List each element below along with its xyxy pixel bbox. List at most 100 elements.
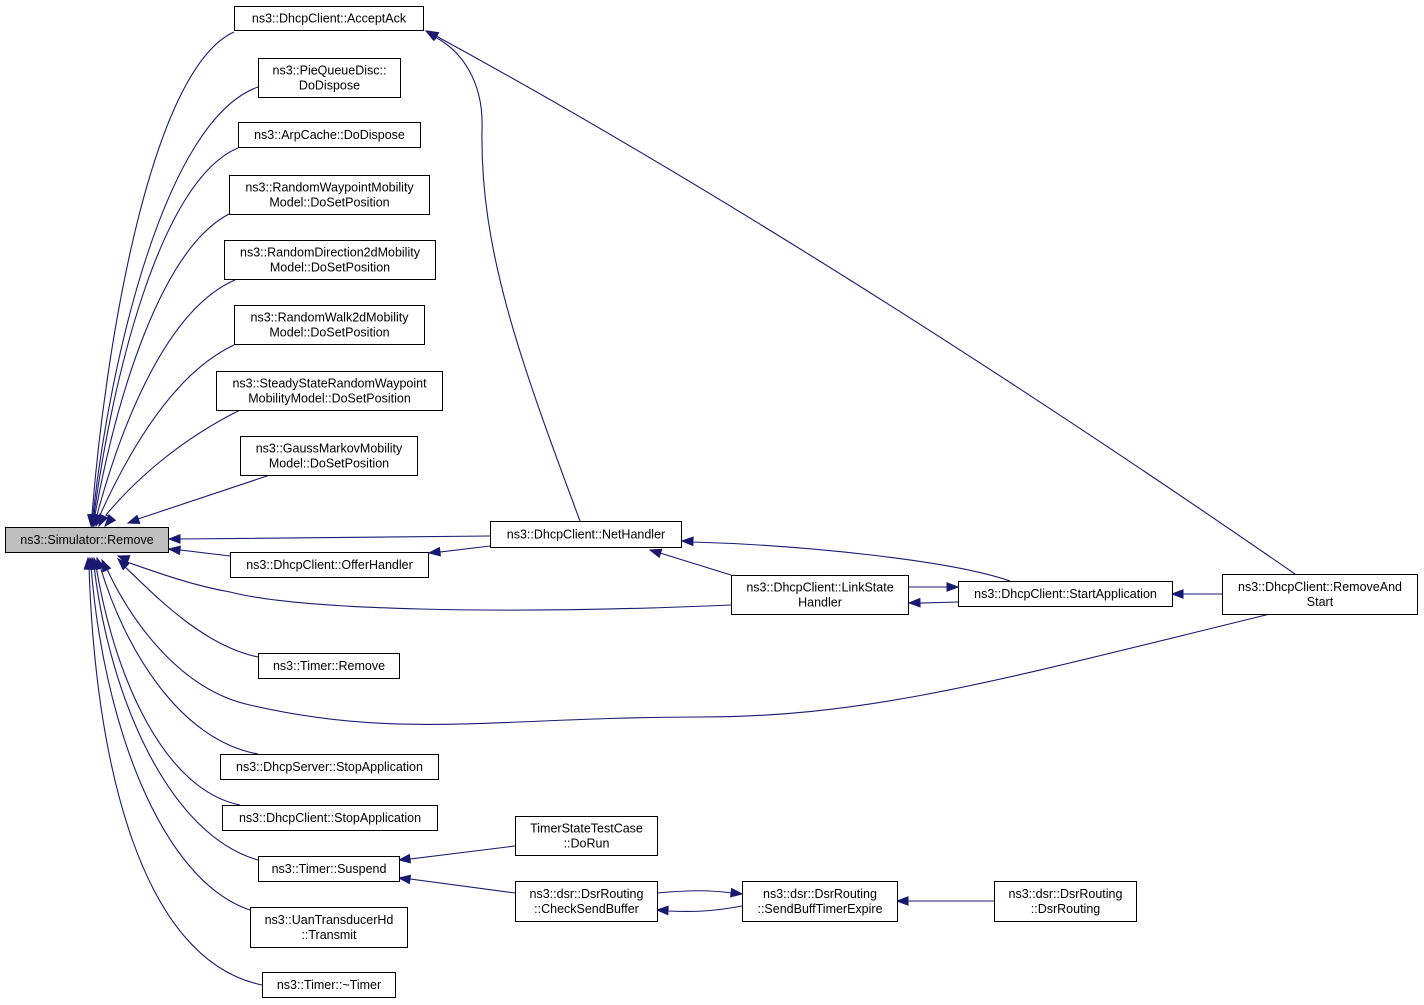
edge-uan_transmit-to-root <box>90 565 251 911</box>
edge-timer_suspend-to-root <box>92 565 259 861</box>
node-box <box>958 581 1173 607</box>
node-label: ns3::RandomWaypointMobility <box>245 181 414 195</box>
node-label: ns3::PieQueueDisc:: <box>273 64 387 78</box>
node-box <box>490 521 682 548</box>
node-label: ns3::DhcpClient::StopApplication <box>239 811 421 825</box>
node-label: ::DsrRouting <box>1031 902 1101 916</box>
node-box <box>229 175 430 215</box>
node-box <box>258 58 401 98</box>
node-label: ::Transmit <box>301 928 357 942</box>
node-box <box>731 575 909 615</box>
node-label: ns3::RandomWalk2dMobility <box>251 311 410 325</box>
node-timer-remove[interactable]: ns3::Timer::Remove <box>258 653 400 679</box>
node-server-stop[interactable]: ns3::DhcpServer::StopApplication <box>220 754 439 780</box>
node-box <box>222 805 438 831</box>
node-box <box>262 972 396 998</box>
arrowhead-start_app-to-link_state <box>907 597 921 608</box>
node-check-send[interactable]: ns3::dsr::DsrRouting::CheckSendBuffer <box>515 881 658 922</box>
arrowhead-net_handler-to-offer_handler <box>427 546 442 557</box>
edge-rd2d_setpos-to-root <box>96 279 236 516</box>
edge-link_state-to-net_handler <box>659 552 732 576</box>
edge-ssrwp_setpos-to-root <box>105 409 241 519</box>
nodes-layer: ns3::Simulator::Remove ns3::DhcpClient::A… <box>5 6 1418 998</box>
arrowhead-timer_test-to-timer_suspend <box>397 853 412 864</box>
node-arp-dispose[interactable]: ns3::ArpCache::DoDispose <box>238 122 421 148</box>
node-box <box>220 754 439 780</box>
node-accept-ack[interactable]: ns3::DhcpClient::AcceptAck <box>234 6 424 31</box>
node-ssrwp-setpos[interactable]: ns3::SteadyStateRandomWaypointMobilityMo… <box>216 371 443 411</box>
arrowhead-remove_start-to-start_app <box>1170 589 1184 599</box>
node-label: ns3::DhcpClient::LinkState <box>746 581 893 595</box>
node-send-buff[interactable]: ns3::dsr::DsrRouting::SendBuffTimerExpir… <box>742 881 898 922</box>
node-box <box>240 436 418 476</box>
node-dsr-routing[interactable]: ns3::dsr::DsrRouting::DsrRouting <box>994 881 1137 922</box>
node-label: ::SendBuffTimerExpire <box>757 902 882 916</box>
node-label: ns3::dsr::DsrRouting <box>763 887 877 901</box>
edge-start_app-to-net_handler <box>690 540 1011 582</box>
edge-net_handler-to-accept_ack <box>434 36 581 522</box>
node-net-handler[interactable]: ns3::DhcpClient::NetHandler <box>490 521 682 548</box>
edge-client_stop-to-root <box>95 565 241 806</box>
edge-link_state-to-root <box>122 559 732 611</box>
node-label: ns3::GaussMarkovMobility <box>256 442 403 456</box>
edge-rw2d_setpos-to-root <box>99 344 235 517</box>
node-box <box>230 552 429 578</box>
edge-start_app-to-link_state <box>919 601 959 604</box>
node-label: Model::DoSetPosition <box>270 261 390 275</box>
node-uan-transmit[interactable]: ns3::UanTransducerHd::Transmit <box>250 907 408 948</box>
arrowhead-rw2d_setpos-to-root <box>98 513 109 528</box>
node-rw2d-setpos[interactable]: ns3::RandomWalk2dMobilityModel::DoSetPos… <box>234 305 425 345</box>
node-label: ns3::DhcpClient::AcceptAck <box>252 12 407 26</box>
node-pie-dispose[interactable]: ns3::PieQueueDisc::DoDispose <box>258 58 401 98</box>
node-offer-handler[interactable]: ns3::DhcpClient::OfferHandler <box>230 552 429 578</box>
edge-remove_start-to-root <box>105 566 1271 725</box>
node-label: ns3::RandomDirection2dMobility <box>240 246 421 260</box>
node-box <box>224 240 436 280</box>
arrowhead-remove_start-to-accept_ack <box>425 30 440 41</box>
node-label: ns3::DhcpClient::RemoveAnd <box>1238 580 1402 594</box>
arrowhead-ssrwp_setpos-to-root <box>104 514 117 528</box>
arrowhead-offer_handler-to-root <box>167 545 182 556</box>
node-box <box>216 371 443 411</box>
node-box <box>515 881 658 922</box>
node-timer-suspend[interactable]: ns3::Timer::Suspend <box>258 856 400 882</box>
node-box <box>994 881 1137 922</box>
edge-arp_dispose-to-root <box>93 147 239 516</box>
node-label: DoDispose <box>299 79 360 93</box>
node-start-app[interactable]: ns3::DhcpClient::StartApplication <box>958 581 1173 607</box>
edge-offer_handler-to-root <box>179 549 231 557</box>
node-timer-test[interactable]: TimerStateTestCase::DoRun <box>515 816 658 856</box>
node-root[interactable]: ns3::Simulator::Remove <box>5 527 169 553</box>
node-label: ns3::dsr::DsrRouting <box>1009 887 1123 901</box>
node-client-stop[interactable]: ns3::DhcpClient::StopApplication <box>222 805 438 831</box>
arrowhead-link_state-to-root <box>116 555 131 565</box>
arrowhead-timer_remove-to-root <box>116 558 130 571</box>
node-label: ns3::Simulator::Remove <box>20 533 153 547</box>
node-label: ns3::Timer::Remove <box>273 659 385 673</box>
node-label: Handler <box>798 596 842 610</box>
edge-timer_test-to-timer_suspend <box>409 845 516 860</box>
node-box <box>5 527 169 553</box>
edge-gm_setpos-to-root <box>131 474 271 522</box>
node-label: ns3::dsr::DsrRouting <box>530 887 644 901</box>
node-label: ns3::DhcpClient::NetHandler <box>507 528 665 542</box>
node-label: ns3::DhcpClient::OfferHandler <box>246 558 413 572</box>
node-label: ns3::Timer::~Timer <box>277 978 381 992</box>
node-rd2d-setpos[interactable]: ns3::RandomDirection2dMobilityModel::DoS… <box>224 240 436 280</box>
node-label: Model::DoSetPosition <box>269 196 389 210</box>
node-box <box>1222 574 1418 615</box>
node-gm-setpos[interactable]: ns3::GaussMarkovMobilityModel::DoSetPosi… <box>240 436 418 476</box>
node-label: Model::DoSetPosition <box>269 457 389 471</box>
node-label: ns3::UanTransducerHd <box>265 913 394 927</box>
node-label: TimerStateTestCase <box>530 822 643 836</box>
arrowhead-gm_setpos-to-root <box>126 514 141 524</box>
node-rwp-setpos[interactable]: ns3::RandomWaypointMobilityModel::DoSetP… <box>229 175 430 215</box>
node-label: ns3::DhcpServer::StopApplication <box>236 760 423 774</box>
node-label: ns3::ArpCache::DoDispose <box>254 128 405 142</box>
node-label: ::CheckSendBuffer <box>534 902 639 916</box>
arrowhead-link_state-to-start_app <box>946 582 960 592</box>
node-timer-dtor[interactable]: ns3::Timer::~Timer <box>262 972 396 998</box>
